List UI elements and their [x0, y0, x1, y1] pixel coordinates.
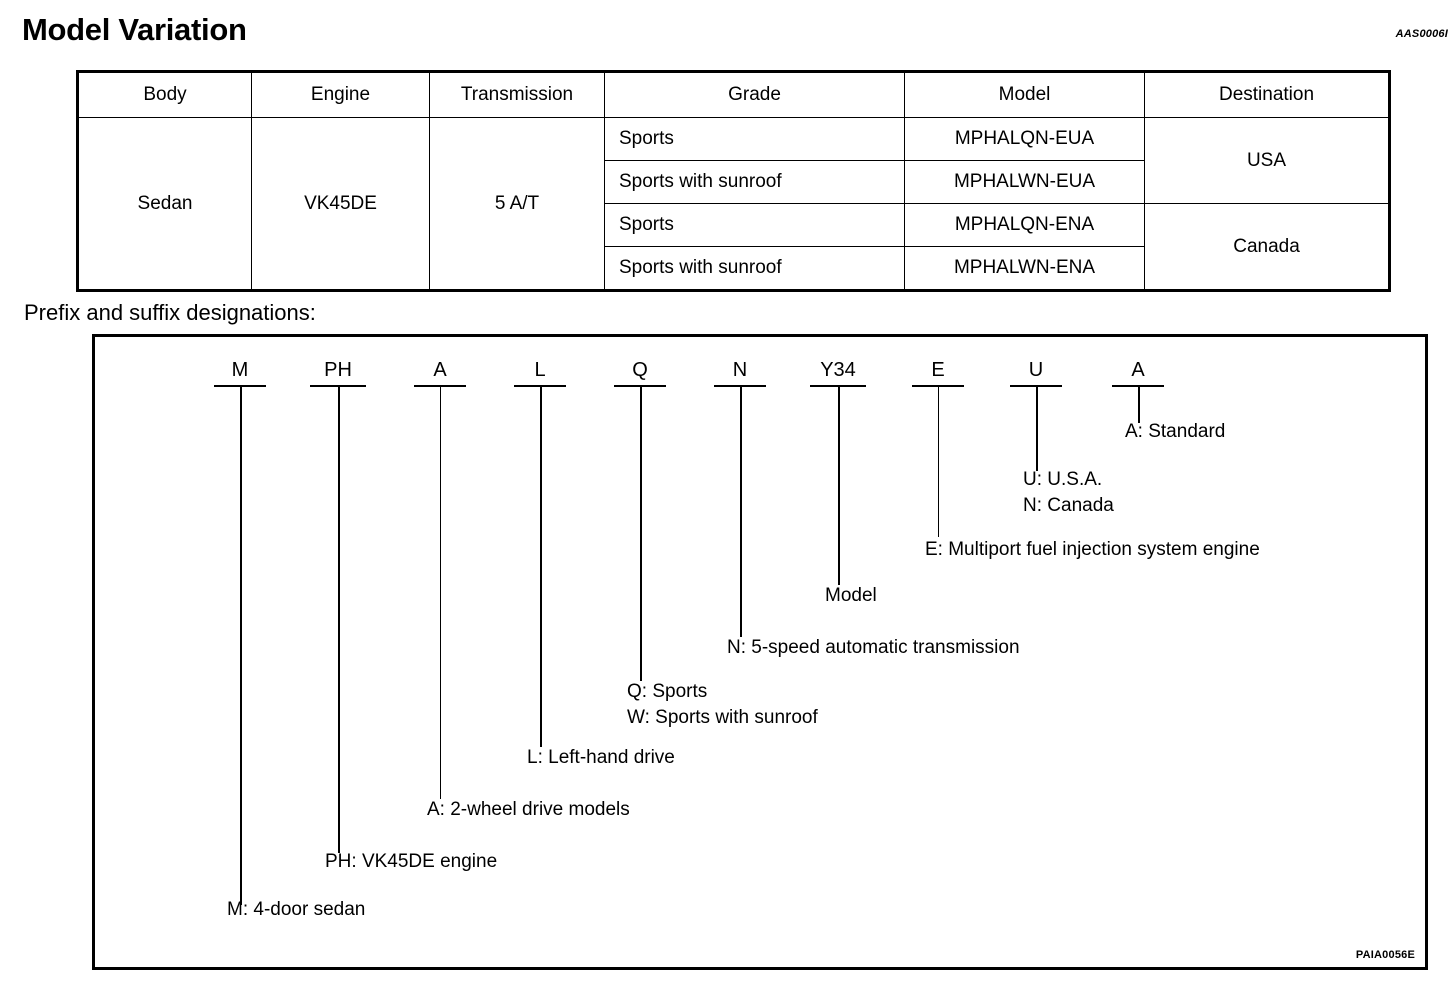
leader-line-a1 [440, 385, 441, 799]
code-token-u: U [1028, 359, 1044, 381]
leader-line-m [240, 385, 242, 905]
cell-model: MPHALWN-EUA [904, 160, 1145, 204]
desc-n-canada: N: Canada [1023, 495, 1114, 516]
desc-e-multiport: E: Multiport fuel injection system engin… [925, 539, 1260, 560]
table-row: Sedan VK45DE 5 A/T Sports MPHALQN-EUA US… [77, 117, 1390, 291]
table-row: Sports with sunroof MPHALWN-ENA [78, 246, 1390, 291]
leader-line-y34 [838, 385, 840, 585]
cell-grade: Sports [604, 203, 905, 247]
desc-u-usa: U: U.S.A. [1023, 469, 1103, 490]
desc-m-sedan: M: 4-door sedan [227, 899, 366, 920]
desc-q-sports: Q: Sports [627, 681, 708, 702]
code-token-n: N [732, 359, 748, 381]
code-token-y34: Y34 [820, 359, 856, 381]
code-token-ph: PH [324, 359, 352, 381]
desc-ph-engine: PH: VK45DE engine [325, 851, 498, 872]
code-token-e: E [931, 359, 945, 381]
cell-model: MPHALQN-ENA [904, 203, 1145, 247]
cell-destination-usa: USA [1144, 117, 1390, 204]
code-token-l: L [534, 359, 546, 381]
desc-model: Model [825, 585, 877, 606]
leader-line-u [1036, 385, 1038, 471]
table-header-row: Body Engine Transmission Grade Model Des… [77, 71, 1390, 118]
cell-engine: VK45DE [251, 117, 430, 291]
desc-n-transmission: N: 5-speed automatic transmission [727, 637, 1020, 658]
code-token-m: M [231, 359, 249, 381]
column-header-transmission: Transmission [429, 71, 605, 118]
code-token-a1: A [433, 359, 447, 381]
prefix-suffix-caption: Prefix and suffix designations: [24, 300, 316, 325]
desc-w-sunroof: W: Sports with sunroof [627, 707, 818, 728]
table-row: Sports with sunroof MPHALWN-EUA [78, 160, 1390, 204]
column-header-destination: Destination [1144, 71, 1390, 118]
desc-a-2wd: A: 2-wheel drive models [427, 799, 630, 820]
table-row: Sports MPHALQN-ENA Canada [78, 203, 1390, 291]
code-token-q: Q [632, 359, 648, 381]
cell-model: MPHALWN-ENA [904, 246, 1145, 291]
cell-transmission: 5 A/T [429, 117, 605, 291]
reference-code: AAS0006I [1395, 28, 1448, 40]
leader-line-e [938, 385, 939, 537]
designation-diagram: M PH A L Q N Y34 E U A A: Standard U: [92, 334, 1428, 970]
figure-code: PAIA0056E [1355, 949, 1415, 961]
page-title: Model Variation [22, 12, 247, 47]
desc-l-lhd: L: Left-hand drive [527, 747, 675, 768]
cell-grade: Sports [604, 117, 905, 161]
cell-grade: Sports with sunroof [604, 246, 905, 291]
desc-a-standard: A: Standard [1125, 421, 1226, 442]
leader-line-q [640, 385, 642, 681]
model-variation-table: Body Engine Transmission Grade Model Des… [76, 70, 1391, 292]
column-header-body: Body [77, 71, 252, 118]
leader-line-n [740, 385, 742, 637]
column-header-engine: Engine [251, 71, 430, 118]
cell-body: Sedan [77, 117, 252, 291]
column-header-model: Model [904, 71, 1145, 118]
leader-line-a2 [1138, 385, 1140, 423]
code-token-a2: A [1131, 359, 1145, 381]
leader-line-ph [338, 385, 340, 853]
cell-grade: Sports with sunroof [604, 160, 905, 204]
cell-destination-canada: Canada [1144, 203, 1390, 291]
leader-line-l [540, 385, 542, 747]
cell-model: MPHALQN-EUA [904, 117, 1145, 161]
column-header-grade: Grade [604, 71, 905, 118]
